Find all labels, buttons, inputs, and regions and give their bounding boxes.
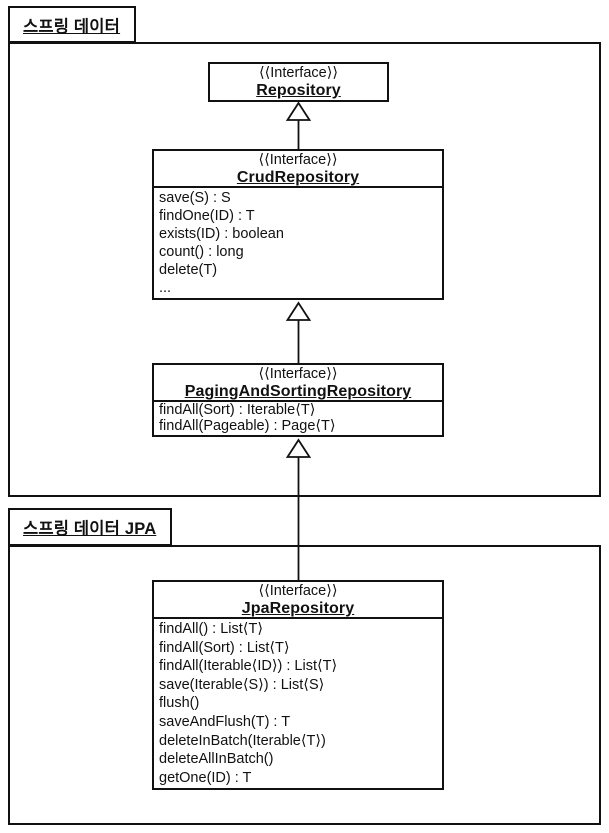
method-signature: findAll(Iterable⟨ID⟩) : List⟨T⟩ xyxy=(159,658,338,675)
class-name-jpa-repository: JpaRepository xyxy=(241,600,355,617)
class-box-crud-repository: ⟨⟨Interface⟩⟩ CrudRepository save(S) : S… xyxy=(152,149,444,300)
package-tab-spring-data: 스프링 데이터 xyxy=(8,6,137,43)
class-title: ⟨⟨Interface⟩⟩ CrudRepository xyxy=(154,151,442,186)
methods-compartment-jpa-repository: findAll() : List⟨T⟩ findAll(Sort) : List⟨… xyxy=(154,617,442,787)
class-name-crud-repository: CrudRepository xyxy=(236,169,360,186)
class-name-paging-and-sorting-repository: PagingAndSortingRepository xyxy=(184,383,412,400)
class-title: ⟨⟨Interface⟩⟩ JpaRepository xyxy=(154,582,442,617)
package-name-spring-data: 스프링 데이터 xyxy=(23,17,121,36)
package-tab-spring-data-jpa: 스프링 데이터 JPA xyxy=(8,508,173,546)
method-signature: save(S) : S xyxy=(159,190,231,206)
method-signature: save(Iterable⟨S⟩) : List⟨S⟩ xyxy=(159,676,325,693)
method-signature: findAll(Pageable) : Page⟨T⟩ xyxy=(159,417,336,434)
class-title: ⟨⟨Interface⟩⟩ Repository xyxy=(210,64,387,99)
method-signature: findAll(Sort) : List⟨T⟩ xyxy=(159,639,290,656)
method-signature: count() : long xyxy=(159,244,244,261)
method-signature: getOne(ID) : T xyxy=(159,769,252,786)
class-box-jpa-repository: ⟨⟨Interface⟩⟩ JpaRepository findAll() : … xyxy=(152,580,444,790)
method-signature: findAll(Sort) : Iterable⟨T⟩ xyxy=(159,402,316,418)
method-signature: findOne(ID) : T xyxy=(159,208,255,225)
method-signature: delete(T) xyxy=(159,262,218,279)
method-signature: findAll() : List⟨T⟩ xyxy=(159,621,263,637)
class-name-repository: Repository xyxy=(256,82,341,99)
method-signature: saveAndFlush(T) : T xyxy=(159,713,291,730)
stereotype-label: ⟨⟨Interface⟩⟩ xyxy=(258,366,338,382)
method-signature: deleteAllInBatch() xyxy=(159,751,274,768)
class-box-paging-and-sorting-repository: ⟨⟨Interface⟩⟩ PagingAndSortingRepository… xyxy=(152,363,444,437)
package-name-spring-data-jpa: 스프링 데이터 JPA xyxy=(23,520,157,538)
methods-compartment-paging-and-sorting-repository: findAll(Sort) : Iterable⟨T⟩findAll(Pagea… xyxy=(154,400,442,434)
stereotype-label: ⟨⟨Interface⟩⟩ xyxy=(258,65,339,81)
method-signature: flush() xyxy=(159,695,200,712)
method-signature: deleteInBatch(Iterable⟨T⟩) xyxy=(159,732,326,749)
stereotype-label: ⟨⟨Interface⟩⟩ xyxy=(258,583,338,599)
class-box-repository: ⟨⟨Interface⟩⟩ Repository xyxy=(208,62,389,102)
method-signature: ... xyxy=(159,280,172,297)
method-signature: exists(ID) : boolean xyxy=(159,226,284,243)
class-title: ⟨⟨Interface⟩⟩ PagingAndSortingRepository xyxy=(154,365,442,400)
stereotype-label: ⟨⟨Interface⟩⟩ xyxy=(258,152,338,168)
